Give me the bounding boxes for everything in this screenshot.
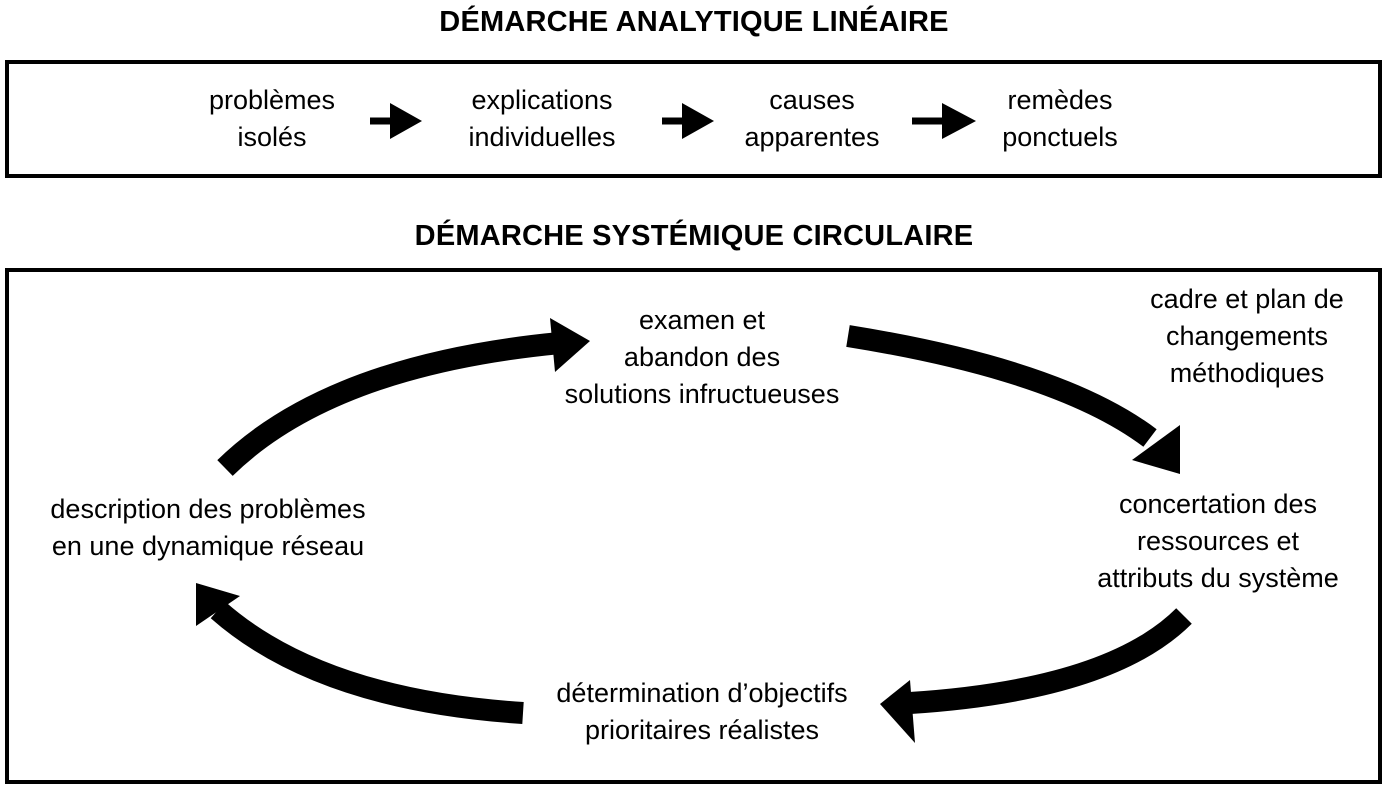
linear-approach-title: DÉMARCHE ANALYTIQUE LINÉAIRE: [439, 6, 949, 38]
linear-step-isolated-problems: problèmes isolés: [172, 82, 372, 156]
cycle-node-line: abandon des: [623, 342, 781, 372]
cycle-node-line: détermination d’objectifs: [556, 678, 848, 708]
linear-step-individual-explanations: explications individuelles: [432, 82, 652, 156]
linear-step-line: remèdes: [1007, 85, 1113, 115]
cycle-node-line: cadre et plan de: [1150, 284, 1344, 314]
cycle-node-line: solutions infructueuses: [564, 379, 840, 409]
cycle-node-change-plan: cadre et plan de changements méthodiques: [1102, 281, 1388, 392]
cycle-node-line: ressources et: [1136, 526, 1300, 556]
cycle-node-line: prioritaires réalistes: [584, 715, 820, 745]
cycle-node-line: examen et: [638, 305, 766, 335]
cycle-node-problem-description: description des problèmes en une dynamiq…: [10, 491, 406, 565]
linear-step-line: problèmes: [208, 85, 336, 115]
systemic-approach-title: DÉMARCHE SYSTÉMIQUE CIRCULAIRE: [414, 220, 974, 252]
linear-step-line: ponctuels: [1002, 122, 1118, 152]
linear-step-specific-remedies: remèdes ponctuels: [960, 82, 1160, 156]
cycle-node-line: description des problèmes: [50, 494, 366, 524]
linear-step-line: individuelles: [468, 122, 616, 152]
cycle-node-line: attributs du système: [1097, 563, 1339, 593]
linear-approach-box: [5, 60, 1382, 178]
cycle-node-review-solutions: examen et abandon des solutions infructu…: [522, 302, 882, 413]
linear-step-line: explications: [471, 85, 613, 115]
cycle-node-line: changements: [1165, 321, 1329, 351]
cycle-node-resource-concertation: concertation des ressources et attributs…: [1062, 486, 1374, 597]
cycle-node-objectives: détermination d’objectifs prioritaires r…: [512, 675, 892, 749]
cycle-node-line: concertation des: [1118, 489, 1318, 519]
linear-step-line: causes: [769, 85, 855, 115]
cycle-node-line: en une dynamique réseau: [51, 531, 365, 561]
cycle-node-line: méthodiques: [1169, 358, 1325, 388]
linear-step-line: apparentes: [744, 122, 880, 152]
linear-step-line: isolés: [237, 122, 307, 152]
linear-step-apparent-causes: causes apparentes: [712, 82, 912, 156]
